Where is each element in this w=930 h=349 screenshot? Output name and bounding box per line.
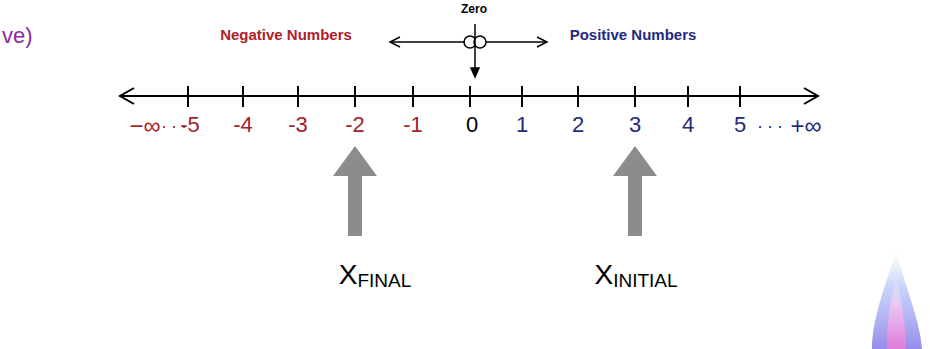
infinity-label: −∞ <box>129 113 160 139</box>
tick-number: -3 <box>288 113 308 137</box>
pointer-arrow <box>333 146 657 236</box>
ellipsis: . . . <box>757 113 782 133</box>
tick-number: 4 <box>682 113 694 137</box>
zero-pointer <box>390 24 547 77</box>
tick-number: -2 <box>345 113 365 137</box>
tick-number: 5 <box>734 113 746 137</box>
tick-number: -5 <box>180 113 200 137</box>
tick-number: -4 <box>233 113 253 137</box>
infinity-label: +∞ <box>790 113 821 139</box>
tick-number: 1 <box>516 113 528 137</box>
number-line <box>120 86 818 107</box>
flame-graphic <box>872 250 922 349</box>
tick-number: -1 <box>403 113 423 137</box>
zero-label: Zero <box>461 3 487 16</box>
region-label: Negative Numbers <box>220 27 352 44</box>
tick-number: 0 <box>466 113 478 137</box>
variable-letter: X <box>339 260 358 291</box>
variable-subscript: FINAL <box>357 271 411 292</box>
cut-off-text: ve) <box>2 24 33 48</box>
tick-number: 3 <box>629 113 641 137</box>
tick-number: 2 <box>572 113 584 137</box>
variable-subscript: INITIAL <box>613 271 677 292</box>
variable-letter: X <box>594 260 613 291</box>
region-label: Positive Numbers <box>570 27 697 44</box>
